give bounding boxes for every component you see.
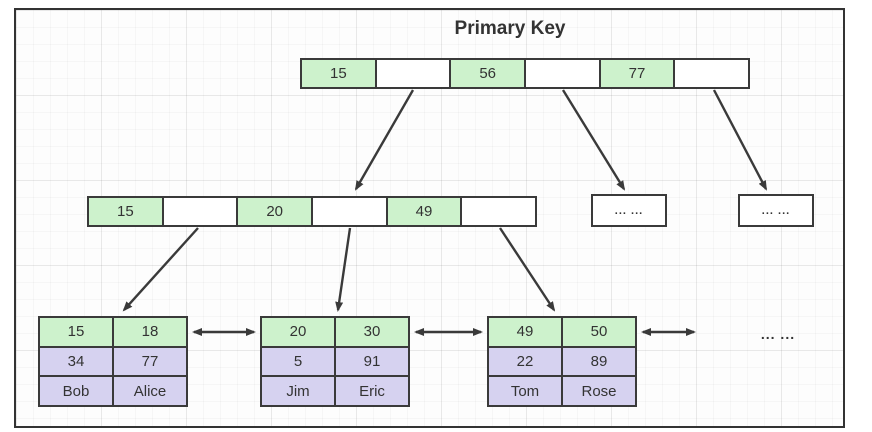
internal-key-cell: 49	[385, 198, 461, 225]
leaf-cell: Jim	[262, 377, 334, 406]
overflow-leaves-label: ... ...	[760, 326, 796, 342]
leaf-key-row: 20 30	[262, 318, 408, 346]
internal-pointer-cell	[460, 198, 536, 225]
root-key-cell: 56	[449, 60, 525, 87]
internal-pointer-cell	[161, 198, 237, 225]
internal-key-cell: 20	[236, 198, 312, 225]
leaf-key-row: 15 18	[40, 318, 186, 346]
leaf-cell: 50	[561, 318, 635, 346]
leaf-cell: Alice	[112, 377, 186, 406]
leaf-data-row: Bob Alice	[40, 375, 186, 406]
leaf-page: 20 30 5 91 Jim Eric	[260, 316, 410, 407]
root-pointer-cell	[374, 60, 450, 87]
leaf-cell: 15	[40, 318, 112, 346]
root-key-cell: 15	[302, 60, 375, 87]
leaf-key-row: 49 50	[489, 318, 635, 346]
internal-pointer-cell	[311, 198, 386, 225]
leaf-data-row: 34 77	[40, 345, 186, 376]
leaf-page: 49 50 22 89 Tom Rose	[487, 316, 637, 407]
leaf-data-row: Tom Rose	[489, 375, 635, 406]
leaf-cell: 20	[262, 318, 334, 346]
root-pointer-cell	[524, 60, 599, 87]
leaf-cell: Eric	[334, 377, 408, 406]
overflow-node: ... ...	[591, 194, 667, 227]
leaf-cell: 34	[40, 347, 112, 376]
leaf-cell: 89	[561, 347, 635, 376]
diagram-title: Primary Key	[454, 18, 566, 39]
leaf-data-row: Jim Eric	[262, 375, 408, 406]
overflow-node: ... ...	[738, 194, 814, 227]
leaf-cell: 77	[112, 347, 186, 376]
leaf-cell: 5	[262, 347, 334, 376]
leaf-data-row: 22 89	[489, 345, 635, 376]
leaf-cell: 22	[489, 347, 561, 376]
internal-node: 15 20 49	[87, 196, 537, 227]
leaf-cell: 30	[334, 318, 408, 346]
leaf-cell: 18	[112, 318, 186, 346]
internal-key-cell: 15	[89, 198, 162, 225]
leaf-data-row: 5 91	[262, 345, 408, 376]
leaf-cell: Tom	[489, 377, 561, 406]
leaf-page: 15 18 34 77 Bob Alice	[38, 316, 188, 407]
leaf-cell: Rose	[561, 377, 635, 406]
leaf-cell: 91	[334, 347, 408, 376]
root-pointer-cell	[673, 60, 749, 87]
leaf-cell: Bob	[40, 377, 112, 406]
root-node: 15 56 77	[300, 58, 750, 89]
leaf-cell: 49	[489, 318, 561, 346]
root-key-cell: 77	[598, 60, 674, 87]
